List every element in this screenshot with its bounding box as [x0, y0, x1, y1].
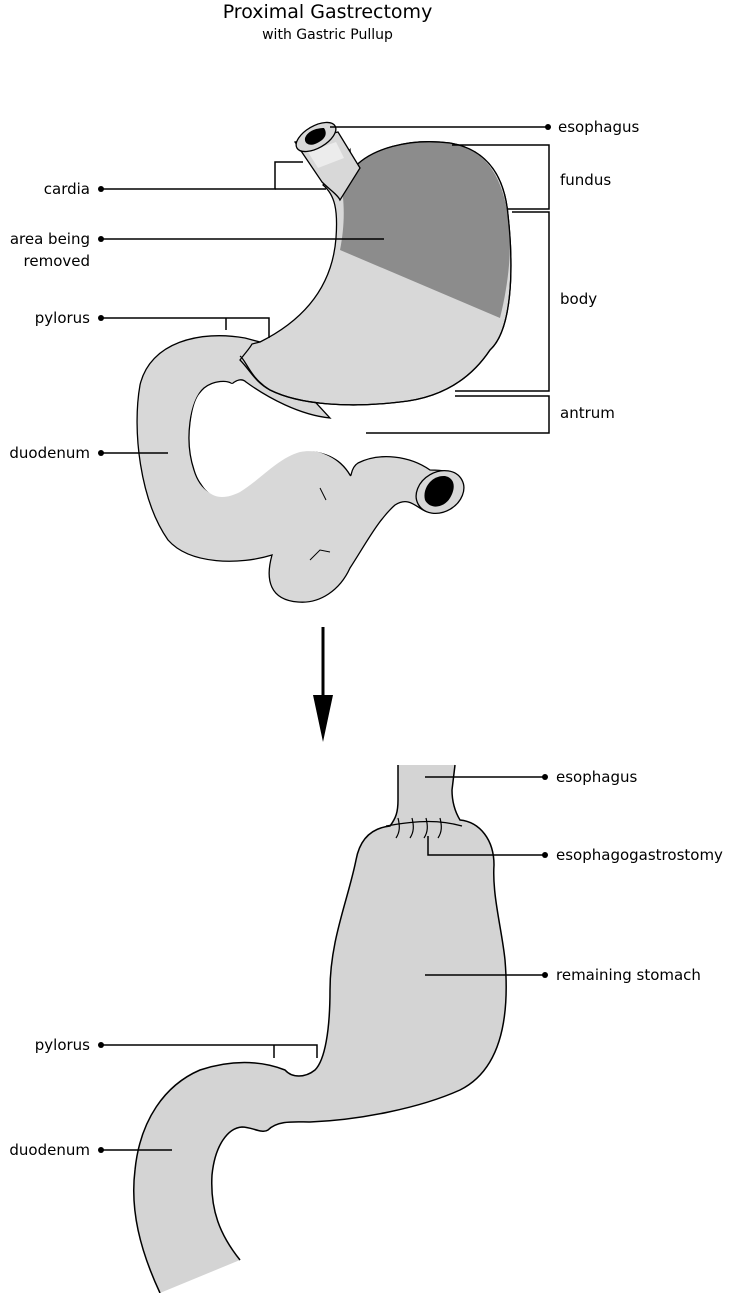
before-duodenal-loop-opening: [190, 382, 352, 497]
before-duodenum-shape: [136, 335, 459, 603]
before-esophagus-lumen: [304, 128, 326, 145]
before-stomach-group: [136, 121, 512, 603]
after-leader-lines: [101, 776, 545, 1151]
label-before-pylorus: pylorus: [34, 309, 90, 327]
before-leader-lines: [101, 126, 550, 454]
after-stomach-shape: [133, 765, 507, 1293]
after-stomach-group: [132, 764, 507, 1293]
label-area-removed-line2: removed: [23, 252, 90, 270]
diagram-subtitle: with Gastric Pullup: [262, 27, 393, 43]
after-stomach-outline-inner: [211, 764, 507, 1261]
before-leader-dots: [98, 124, 551, 456]
label-remaining-stomach: remaining stomach: [556, 966, 701, 984]
after-leader-dots: [98, 774, 548, 1153]
before-jejunum-lumen: [424, 475, 454, 507]
label-fundus: fundus: [560, 171, 612, 189]
anastomosis-sutures: [385, 817, 463, 839]
before-fold-line: [309, 549, 331, 561]
label-before-duodenum: duodenum: [9, 444, 90, 462]
label-cardia: cardia: [43, 180, 90, 198]
before-stomach-outline: [239, 141, 512, 406]
label-after-esophagus: esophagus: [556, 768, 638, 786]
label-before-esophagus: esophagus: [558, 118, 640, 136]
label-area-removed-line1: area being: [9, 230, 90, 248]
label-after-pylorus: pylorus: [34, 1036, 90, 1054]
label-antrum: antrum: [560, 404, 615, 422]
label-esophagogastrostomy: esophagogastrostomy: [556, 846, 723, 864]
before-cardia-band: [308, 142, 344, 168]
before-area-removed-shape: [340, 141, 510, 318]
before-fold-line: [319, 487, 327, 501]
diagram-title: Proximal Gastrectomy: [222, 1, 433, 23]
label-body: body: [560, 290, 598, 308]
label-after-duodenum: duodenum: [9, 1141, 90, 1159]
transition-arrow: [313, 627, 333, 742]
after-stomach-outline: [132, 765, 399, 1293]
